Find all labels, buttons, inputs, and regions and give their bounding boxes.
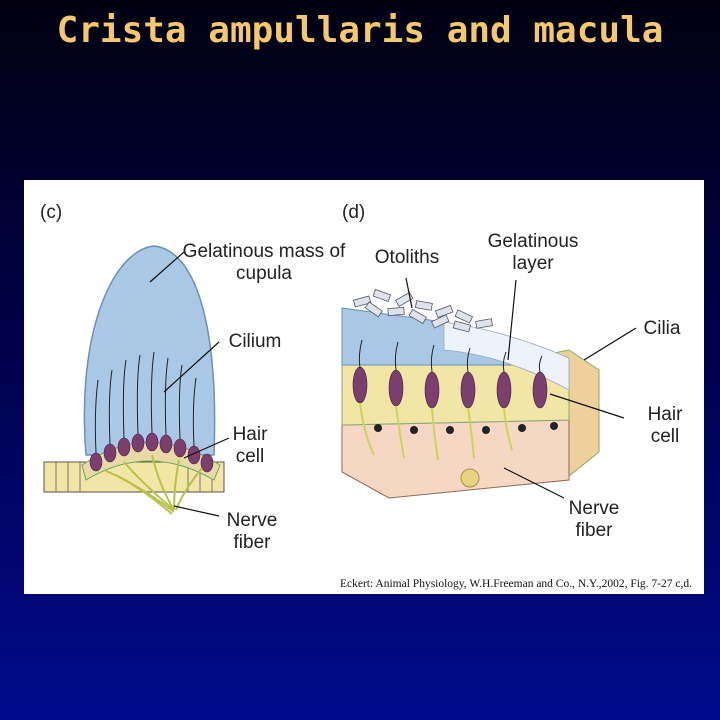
otoliths-shapes (353, 288, 494, 333)
panel-d-letter: (d) (342, 202, 366, 223)
label-nerve-fiber-d: Nerve fiber (568, 498, 620, 541)
label-gelatinous-layer: Gelatinous layer (487, 231, 579, 274)
label-hair-cell-d: Hair cell (647, 404, 683, 447)
nerve-fibers-d (359, 402, 513, 461)
label-nerve-fiber-c: Nerve fiber (226, 510, 278, 553)
panel-c-letter: (c) (40, 202, 63, 223)
label-gelatinous-mass: Gelatinous mass of cupula (182, 241, 346, 284)
crista-ampullaris-drawing (43, 245, 230, 517)
cupula-shape (83, 245, 216, 456)
macula-drawing (341, 277, 637, 499)
figure-citation: Eckert: Animal Physiology, W.H.Freeman a… (339, 578, 692, 590)
hair-cells-c (89, 432, 214, 473)
cilia-c (94, 351, 197, 454)
label-cilium: Cilium (228, 331, 282, 352)
figure-panel: (c) Gelatinous mass of cupula Cilium Hai… (24, 180, 704, 594)
slide-title: Crista ampullaris and macula (56, 10, 664, 51)
cilia-d (358, 339, 543, 373)
figure-illustration (43, 245, 637, 517)
label-otoliths: Otoliths (374, 247, 440, 268)
label-cilia: Cilia (643, 318, 681, 339)
label-hair-cell-c: Hair cell (232, 424, 268, 467)
